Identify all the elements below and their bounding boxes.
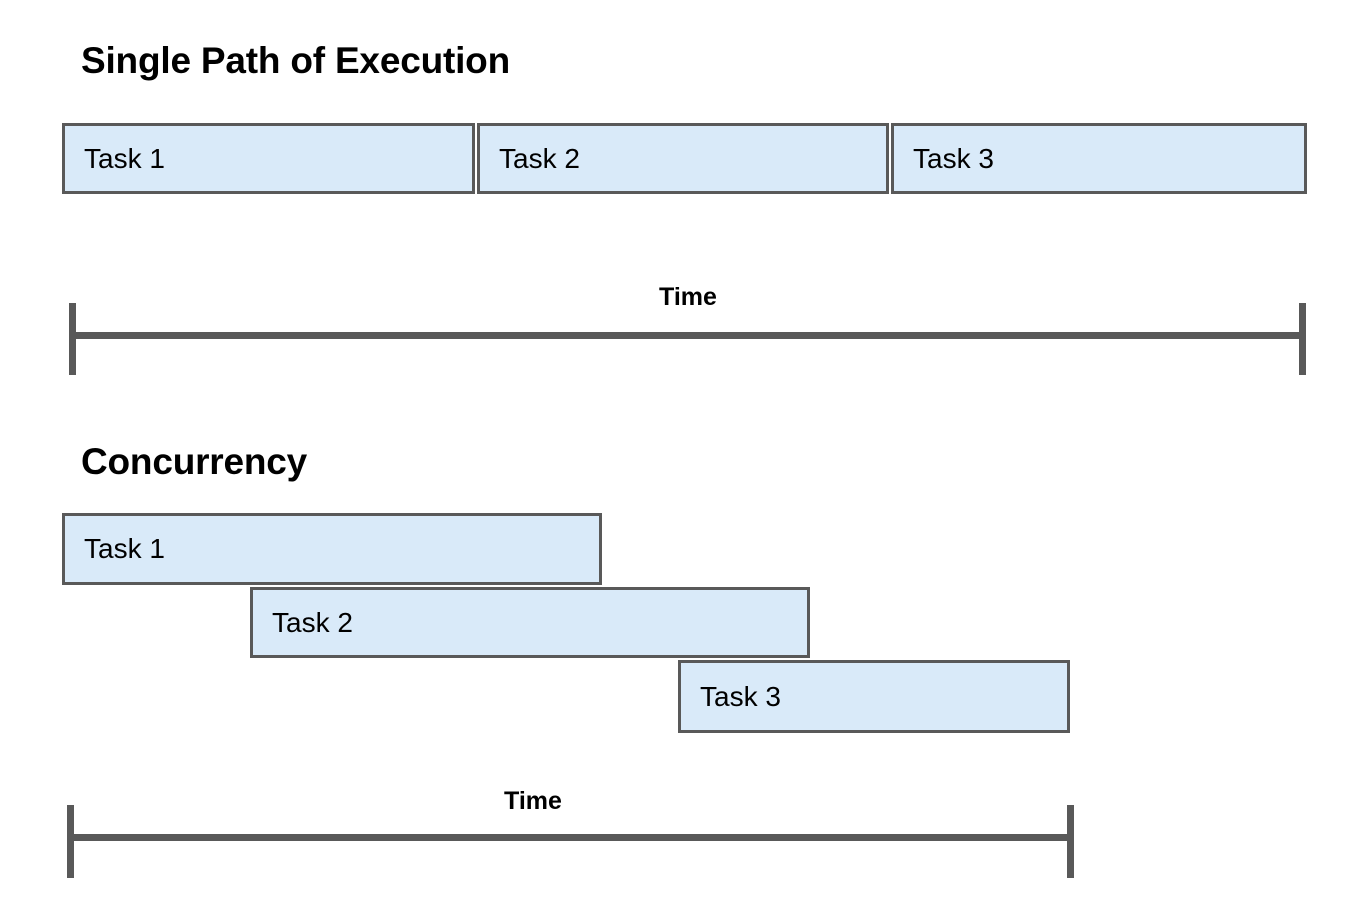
task-box-single-task-1: Task 1 [62,123,475,194]
time-axis-label-concurrency: Time [504,787,562,815]
task-box-concurrent-task-1: Task 1 [62,513,602,585]
time-axis-label-single-path: Time [659,283,717,311]
task-box-single-task-2: Task 2 [477,123,889,194]
task-box-single-task-3: Task 3 [891,123,1307,194]
task-label: Task 3 [700,680,781,712]
task-box-concurrent-task-3: Task 3 [678,660,1070,733]
task-label: Task 3 [913,142,994,174]
task-label: Task 2 [272,606,353,638]
task-label: Task 1 [84,533,165,564]
axis-line [69,332,1306,339]
task-label: Task 2 [499,142,580,174]
axis-tick-end-icon [1067,805,1074,878]
task-label: Task 1 [84,142,165,174]
section-heading-single-path: Single Path of Execution [81,40,510,81]
task-box-concurrent-task-2: Task 2 [250,587,810,658]
time-axis-single-path [69,303,1306,375]
section-heading-concurrency: Concurrency [81,441,308,482]
time-axis-concurrency [67,805,1074,878]
axis-line [67,834,1074,841]
axis-tick-start-icon [69,303,76,375]
axis-tick-end-icon [1299,303,1306,375]
axis-tick-start-icon [67,805,74,878]
